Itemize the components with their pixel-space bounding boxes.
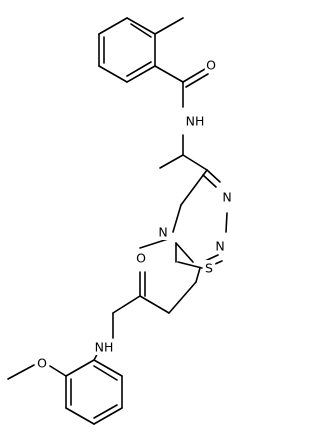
atom-label-background [220, 189, 234, 205]
atom-label-text: S [205, 261, 213, 276]
bond-line [126, 61, 152, 77]
bond-line [182, 68, 206, 83]
atom-label-s-thioether: S [202, 260, 216, 276]
bond-lines [7, 17, 228, 425]
bond-line [93, 359, 123, 377]
bond-line [139, 238, 169, 249]
bond-line [93, 407, 123, 425]
atom-label-text: NH [186, 114, 205, 129]
atom-label-background [202, 260, 216, 276]
atom-label-text: N [222, 190, 231, 205]
atom-label-o-amide-top: O [204, 57, 218, 73]
bond-line [180, 169, 208, 206]
bond-line [65, 407, 95, 425]
atom-label-nh-amide-bottom: NH [93, 339, 115, 355]
bond-line [182, 154, 208, 171]
atom-label-text: O [206, 58, 216, 73]
bond-line [112, 295, 141, 314]
bond-line [65, 359, 95, 377]
bond-line [7, 364, 35, 380]
atom-label-nh-amide-top: NH [184, 113, 206, 129]
atom-label-background [93, 339, 115, 355]
atom-label-o-amide-bottom: O [134, 250, 148, 266]
atom-label-background [156, 224, 170, 240]
atom-label-n-ring-lower: N [213, 238, 227, 254]
bond-line [93, 365, 118, 381]
bond-line [202, 174, 217, 188]
bond-line [225, 212, 228, 233]
atom-label-text: N [158, 225, 167, 240]
bond-line [154, 17, 184, 35]
atom-label-text: N [215, 239, 224, 254]
atom-label-background [204, 57, 218, 73]
atom-label-background [213, 238, 227, 254]
bond-line [168, 281, 197, 314]
atom-label-o-methoxy: O [35, 355, 49, 371]
atom-label-background [35, 355, 49, 371]
atom-label-n-methyl-ring: N [156, 224, 170, 240]
bond-line [206, 169, 221, 183]
atom-label-n-ring-upper: N [220, 189, 234, 205]
bond-line [93, 404, 118, 419]
bond-line [177, 261, 203, 269]
bond-line [185, 73, 209, 88]
bond-line [154, 65, 184, 83]
bond-line [98, 17, 128, 35]
atom-label-background [184, 113, 206, 129]
bond-line [126, 17, 156, 35]
bond-line [195, 267, 201, 283]
bond-line [130, 23, 152, 38]
atom-label-text: O [136, 251, 146, 266]
bond-line [175, 242, 194, 263]
bond-line [139, 295, 170, 314]
atom-label-text: O [37, 356, 47, 371]
atom-label-background [134, 250, 148, 266]
bond-line [126, 65, 156, 83]
bond-line [172, 204, 182, 233]
bond-line [159, 154, 184, 169]
bond-line [98, 65, 128, 83]
bond-line [49, 365, 67, 377]
atom-label-text: NH [95, 340, 114, 355]
